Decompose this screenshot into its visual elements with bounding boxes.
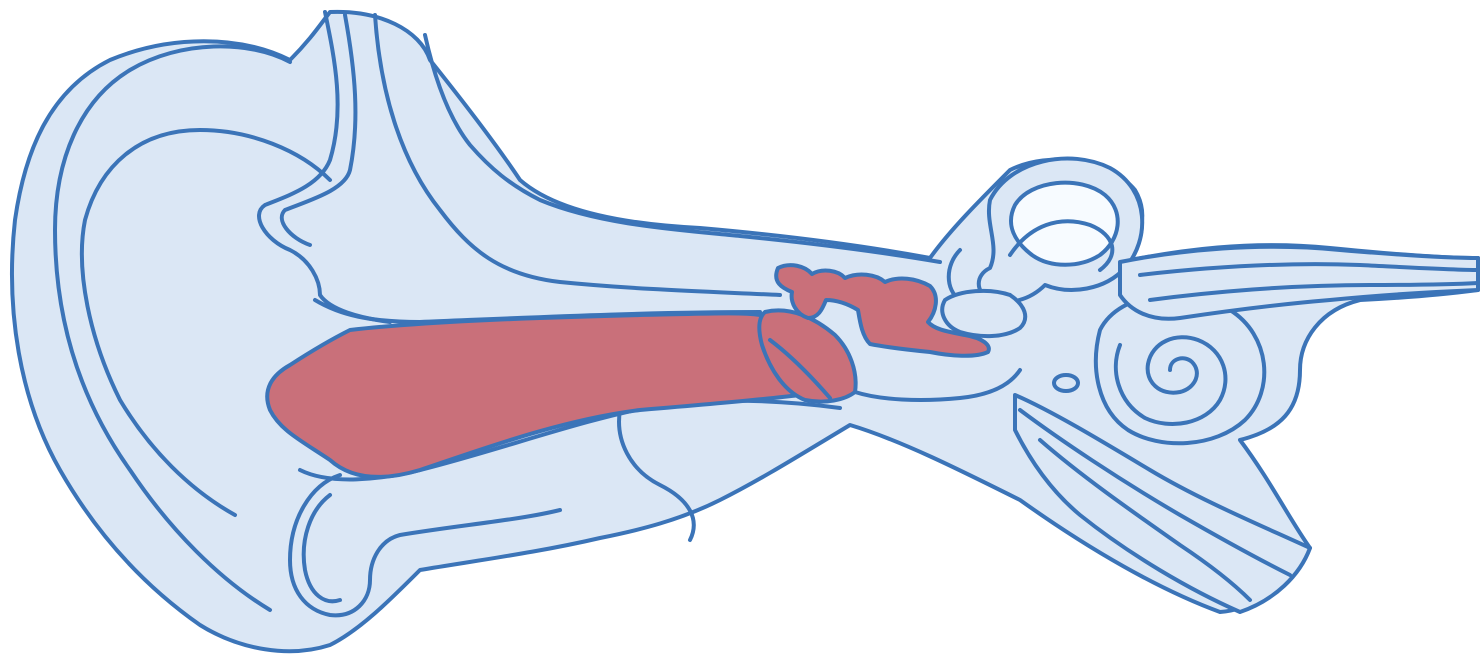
vestibule (942, 291, 1025, 336)
semicircular-canal-lumen (1011, 183, 1118, 265)
oval-window (1054, 375, 1078, 391)
